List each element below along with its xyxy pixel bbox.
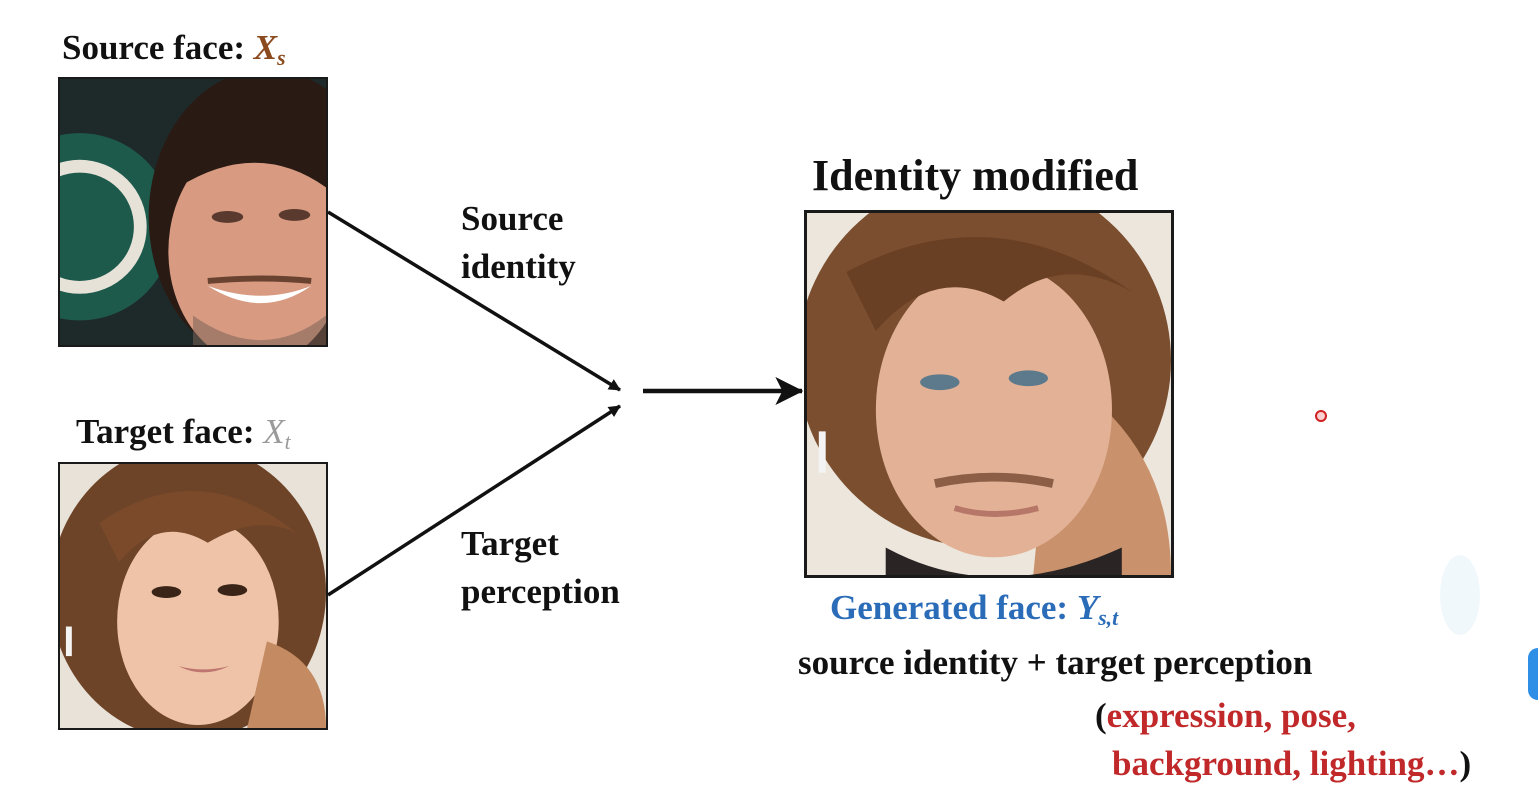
- target-face-symbol: Xt: [263, 412, 291, 455]
- target-face-label: Target face: Xt: [76, 412, 291, 455]
- target-face-image: [58, 462, 328, 730]
- source-identity-label: Source identity: [461, 195, 576, 291]
- identity-perception-formula: source identity + target perception: [798, 643, 1313, 682]
- generated-face-symbol: Ys,t: [1076, 588, 1119, 631]
- target-perception-line2: perception: [461, 572, 620, 611]
- target-perception-line1: Target: [461, 524, 559, 563]
- generated-face-caption: Generated face: Ys,t: [830, 588, 1118, 631]
- source-identity-line2: identity: [461, 247, 576, 286]
- source-face-label-text: Source face:: [62, 28, 254, 67]
- generated-face-label-text: Generated face:: [830, 588, 1077, 627]
- laser-pointer-dot-icon: [1315, 410, 1327, 422]
- perception-details-line2: background, lighting…): [1112, 744, 1472, 783]
- target-perception-arrow: [327, 404, 621, 597]
- source-face-label: Source face: Xs: [62, 28, 286, 71]
- perception-details: (expression, pose, background, lighting……: [1095, 692, 1471, 788]
- source-identity-line1: Source: [461, 199, 564, 238]
- floating-button-edge[interactable]: [1528, 648, 1538, 700]
- target-perception-label: Target perception: [461, 520, 620, 616]
- screen-glare: [1440, 555, 1480, 635]
- target-face-label-text: Target face:: [76, 412, 264, 451]
- perception-details-line1: (expression, pose,: [1095, 696, 1356, 735]
- generated-face-image: [804, 210, 1174, 578]
- source-face-symbol: Xs: [253, 28, 286, 71]
- identity-modified-title: Identity modified: [812, 151, 1139, 200]
- source-identity-arrow: [327, 210, 621, 392]
- source-face-image: [58, 77, 328, 347]
